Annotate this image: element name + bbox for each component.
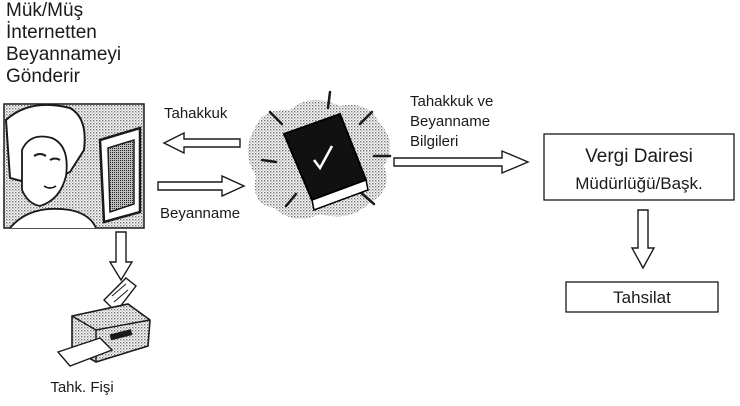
sender-caption: Mük/Müş İnternetten Beyannameyi Gönderir bbox=[6, 0, 121, 88]
vergi-dairesi-line-2: Müdürlüğü/Başk. bbox=[575, 174, 703, 193]
tahsilat-arrow bbox=[630, 209, 656, 270]
bilgi-arrow bbox=[393, 149, 530, 175]
printer-icon bbox=[56, 277, 151, 367]
tahakkuk-arrow bbox=[162, 131, 241, 155]
caption-line-1: Mük/Müş bbox=[6, 0, 84, 21]
bilgi-label-line-3: Bilgileri bbox=[410, 133, 458, 150]
vergi-dairesi-box bbox=[543, 133, 735, 201]
tahsilat-label: Tahsilat bbox=[613, 288, 671, 307]
tahsilat-box bbox=[565, 281, 719, 313]
caption-line-2: İnternetten bbox=[6, 22, 97, 43]
bilgi-label-line-2: Beyanname bbox=[410, 113, 490, 130]
caption-line-3: Beyannameyi bbox=[6, 44, 122, 65]
internet-server-icon bbox=[247, 90, 392, 219]
printer-arrow bbox=[108, 231, 134, 282]
caption-line-4: Gönderir bbox=[6, 66, 80, 87]
beyanname-arrow bbox=[157, 174, 246, 198]
beyanname-label: Beyanname bbox=[160, 205, 240, 222]
vergi-dairesi-line-1: Vergi Dairesi bbox=[585, 146, 693, 167]
tahakkuk-label: Tahakkuk bbox=[164, 105, 228, 122]
printer-label: Tahk. Fişi bbox=[50, 379, 113, 396]
woman-at-computer-icon bbox=[3, 103, 145, 229]
bilgi-label-line-1: Tahakkuk ve bbox=[410, 93, 493, 110]
